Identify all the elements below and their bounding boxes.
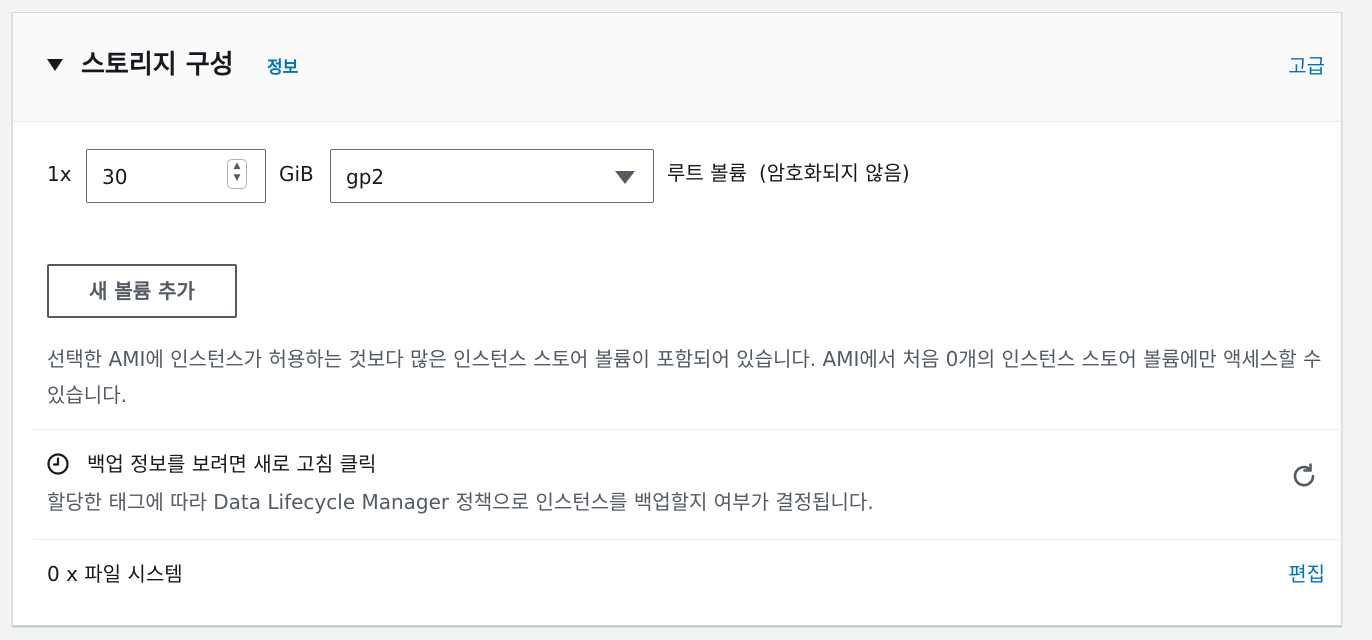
caret-down-icon[interactable] <box>47 59 63 71</box>
size-stepper[interactable]: ▲ ▼ <box>227 159 247 189</box>
clock-icon <box>47 453 69 475</box>
stepper-up-icon[interactable]: ▲ <box>233 161 241 171</box>
stepper-down-icon[interactable]: ▼ <box>233 173 241 183</box>
volume-type-value: gp2 <box>346 165 385 189</box>
panel-header[interactable]: 스토리지 구성 정보 고급 <box>13 13 1341 122</box>
volume-size-input[interactable]: 30 ▲ ▼ <box>86 149 266 203</box>
chevron-down-icon[interactable] <box>615 171 635 184</box>
volume-count-label: 1x <box>47 162 72 186</box>
edit-file-systems-link[interactable]: 편집 <box>1288 562 1325 586</box>
backup-info-title: 백업 정보를 보려면 새로 고침 클릭 <box>87 452 377 476</box>
backup-info-description: 할당한 태그에 따라 Data Lifecycle Manager 정책으로 인… <box>47 490 874 514</box>
advanced-link[interactable]: 고급 <box>1288 54 1325 78</box>
ami-instance-store-note: 선택한 AMI에 인스턴스가 허용하는 것보다 많은 인스턴스 스토어 볼륨이 … <box>47 347 1322 407</box>
section-title: 스토리지 구성 <box>81 50 234 80</box>
file-system-count: 0 x 파일 시스템 <box>47 562 183 586</box>
refresh-icon[interactable] <box>1289 461 1319 491</box>
size-unit-label: GiB <box>279 162 314 186</box>
add-volume-button[interactable]: 새 볼륨 추가 <box>47 264 237 318</box>
root-volume-label: 루트 볼륨 (암호화되지 않음) <box>667 160 910 186</box>
root-volume-text: 루트 볼륨 <box>667 161 747 185</box>
divider <box>33 429 1343 430</box>
storage-config-panel: 스토리지 구성 정보 고급 1x 30 ▲ ▼ GiB gp2 루트 볼륨 (암호… <box>12 12 1343 626</box>
volume-type-select[interactable]: gp2 <box>330 149 654 203</box>
divider <box>33 539 1343 540</box>
encryption-status: (암호화되지 않음) <box>758 161 910 185</box>
info-link[interactable]: 정보 <box>267 58 299 78</box>
volume-size-value: 30 <box>102 165 128 189</box>
